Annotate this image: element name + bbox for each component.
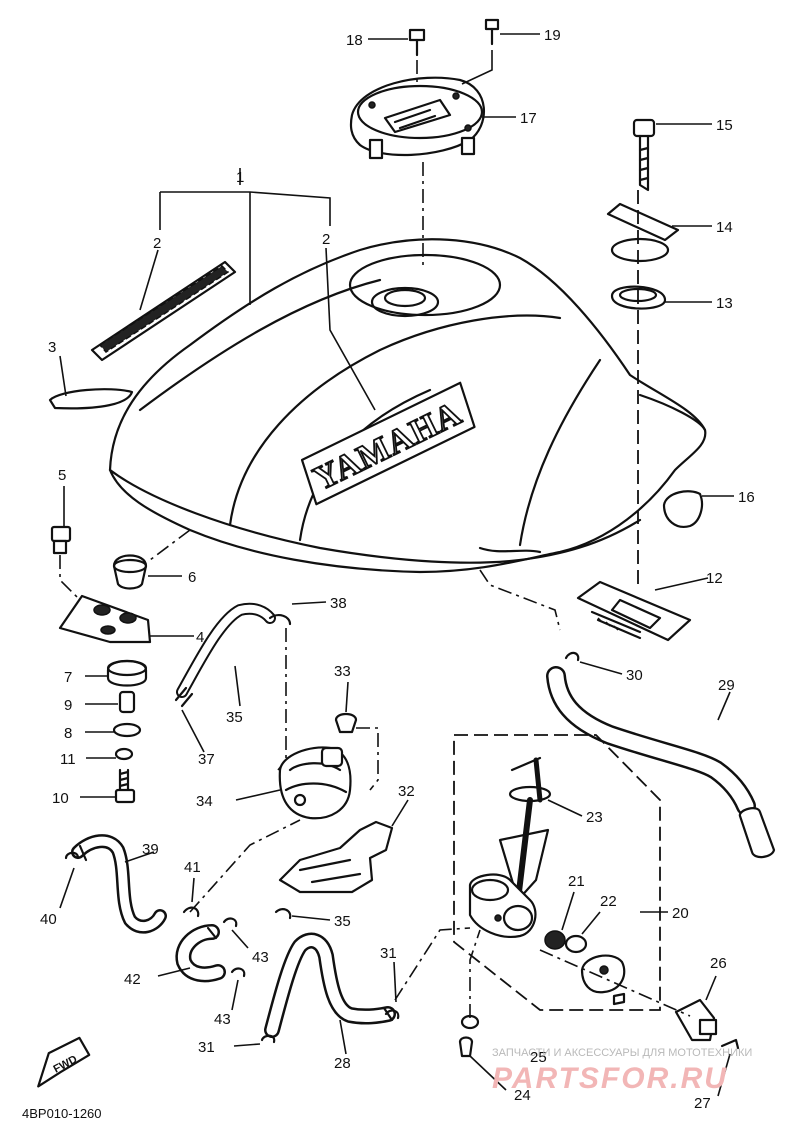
callout-41: 41: [184, 859, 201, 876]
watermark-line2: PARTSFOR.RU: [492, 1062, 728, 1095]
washer-8: [112, 722, 142, 738]
leader-lines: [59, 33, 734, 1097]
clip-43b: [230, 967, 246, 978]
screw-27: [720, 1038, 740, 1050]
callout-9: 9: [64, 697, 72, 714]
callout-26: 26: [710, 955, 727, 972]
fuel-pump-assembly: [453, 734, 661, 1011]
callout-38: 38: [330, 595, 347, 612]
forward-arrow: FWD: [37, 1036, 91, 1088]
cap-bolt: [408, 28, 426, 57]
callout-1: 1: [236, 169, 244, 186]
callout-35: 35: [226, 709, 243, 726]
clip-30: [564, 651, 580, 662]
callout-25: 25: [530, 1049, 547, 1066]
bolt-10: [114, 768, 136, 804]
clip-38: [268, 614, 292, 626]
callout-11: 11: [60, 751, 76, 768]
callout-14: 14: [716, 219, 733, 236]
clip-35b: [274, 908, 292, 920]
assembly-boundary: [453, 734, 661, 1011]
clip-43: [222, 917, 238, 928]
screw-24: [458, 1036, 474, 1058]
clip-31b: [384, 1009, 400, 1020]
washer-11: [114, 747, 134, 761]
bolt-5: [50, 525, 72, 555]
mount-plate: [606, 202, 680, 242]
callout-16: 16: [738, 489, 755, 506]
watermark-line1: ЗАПЧАСТИ И АКСЕССУАРЫ ДЛЯ МОТОТЕХНИКИ: [492, 1047, 752, 1059]
mount-bolt: [632, 118, 656, 192]
callout-12: 12: [706, 570, 723, 587]
callout-6: 6: [188, 569, 196, 586]
gasket-21: [544, 930, 566, 950]
callout-29: 29: [718, 677, 735, 694]
callout-19: 19: [544, 27, 561, 44]
callout-3: 3: [48, 339, 56, 356]
emblem-part: [48, 388, 134, 410]
tank-bracket: [58, 594, 152, 644]
tank-damper: [662, 490, 704, 528]
callout-28: 28: [334, 1055, 351, 1072]
callout-5: 5: [58, 467, 66, 484]
hose-28: [382, 1006, 394, 1022]
fuel-sensor-26: [674, 998, 718, 1042]
rear-bracket: [576, 580, 692, 642]
cap-screw: [484, 18, 500, 46]
callout-17: 17: [520, 110, 537, 127]
callout-39: 39: [142, 841, 159, 858]
callout-35b: 35: [334, 913, 351, 930]
clip-40: [64, 851, 80, 860]
o-ring-22: [564, 934, 588, 954]
fuel-cap: [349, 76, 485, 160]
cover-plate-25: [580, 954, 626, 994]
callout-40: 40: [40, 911, 57, 928]
hose-42: [206, 926, 218, 940]
callout-37: 37: [198, 751, 215, 768]
callout-43b: 43: [214, 1011, 231, 1028]
callout-4: 4: [196, 629, 204, 646]
callout-10: 10: [52, 790, 69, 807]
breather-hose-29: [738, 807, 776, 859]
callout-34: 34: [196, 793, 213, 810]
fuel-cock-34: [278, 746, 352, 820]
fuel-tank: YAMAHA: [108, 238, 707, 574]
callout-8: 8: [64, 725, 72, 742]
callout-22: 22: [600, 893, 617, 910]
damper-7: [106, 659, 148, 687]
callout-31: 31: [380, 945, 397, 962]
callout-30: 30: [626, 667, 643, 684]
rubber-cap: [112, 554, 148, 590]
callout-7: 7: [64, 669, 72, 686]
callout-43: 43: [252, 949, 269, 966]
callout-42: 42: [124, 971, 141, 988]
callout-18: 18: [346, 32, 363, 49]
side-decal-stripe: [90, 260, 237, 362]
collar-9: [118, 690, 136, 714]
callout-2: 2: [153, 235, 161, 252]
callout-23: 23: [586, 809, 603, 826]
watermark: ЗАПЧАСТИ И АКСЕССУАРЫ ДЛЯ МОТОТЕХНИКИ PA…: [492, 1047, 752, 1095]
screw-25: [612, 992, 626, 1006]
mount-washer: [610, 237, 670, 263]
callout-20: 20: [672, 905, 689, 922]
callout-15: 15: [716, 117, 733, 134]
callout-13: 13: [716, 295, 733, 312]
callout-2b: 2: [322, 231, 330, 248]
drawing-code: 4BP010-1260: [22, 1106, 102, 1121]
callout-33: 33: [334, 663, 351, 680]
callout-21: 21: [568, 873, 585, 890]
callout-27: 27: [694, 1095, 711, 1112]
clip-31: [260, 1034, 276, 1044]
fuel-cock-bracket: [278, 820, 394, 894]
o-ring-23: [508, 785, 552, 803]
screw-33: [334, 712, 358, 734]
hose-39: [78, 844, 88, 862]
callout-31b: 31: [198, 1039, 215, 1056]
callout-24: 24: [514, 1087, 531, 1104]
callout-labels: 1 2 2 3 4 5 6 7 8 9 10 11 12 13 14 15 16…: [40, 27, 755, 1112]
callout-32: 32: [398, 783, 415, 800]
